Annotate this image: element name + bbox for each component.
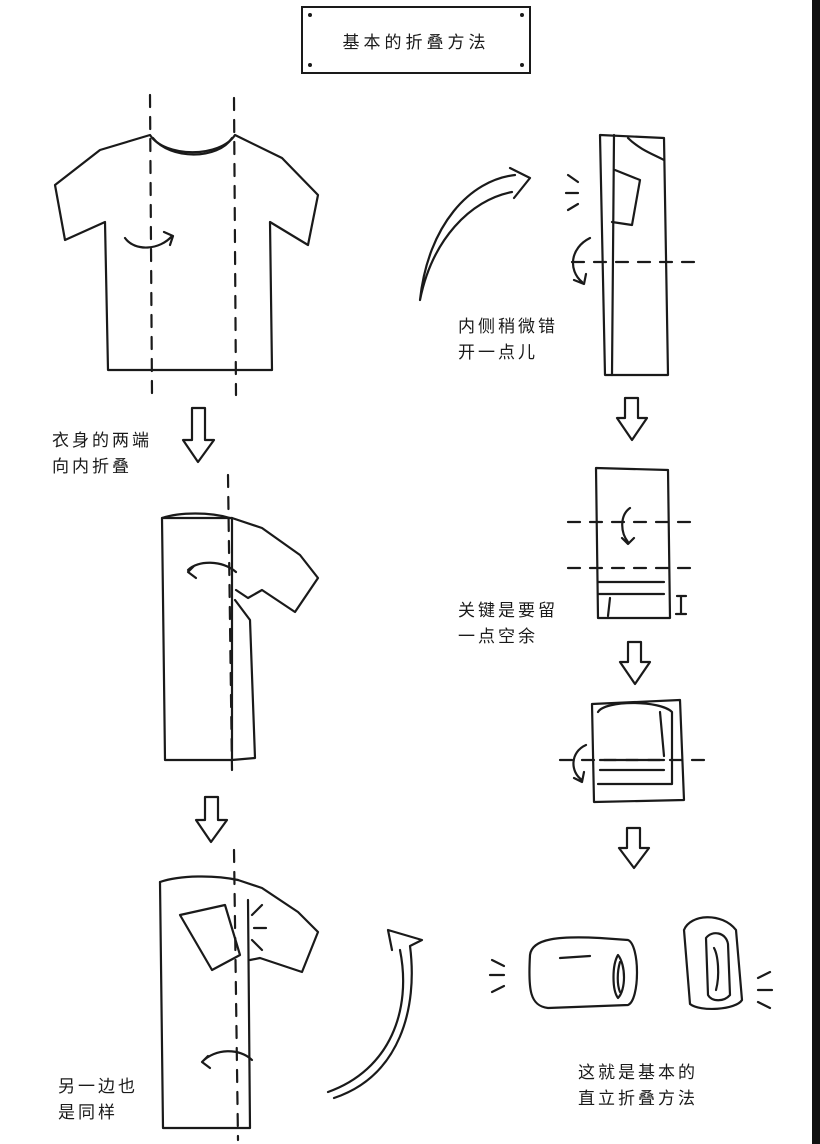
motion-marks [250,903,268,952]
fold-line-dashed [148,93,238,397]
tshirt-icon [158,875,320,1130]
curved-arrow-icon [200,1050,254,1070]
folded-shirt-icon [528,936,638,1010]
step1-line2: 向内折叠 [52,457,132,477]
folded-shirt-icon [598,133,670,377]
final-line2: 直立折叠方法 [578,1089,698,1109]
fold-arrow-icon [620,506,636,546]
fold-arrow-icon [572,236,592,286]
step3-line1: 内侧稍微错 [458,317,558,337]
motion-marks [564,173,580,212]
corner-dot [308,63,312,67]
curved-arrow-icon [418,166,532,302]
step3-label: 内侧稍微错 开一点儿 [458,314,558,366]
step1-label: 衣身的两端 向内折叠 [52,428,152,480]
fold-line-dashed [226,473,234,772]
fold-arrow-icon [572,743,588,784]
down-arrow-icon [181,406,216,464]
curved-arrow-icon [123,230,175,249]
page-title: 基本的折叠方法 [342,33,490,53]
corner-dot [520,63,524,67]
down-arrow-icon [194,795,229,844]
down-arrow-icon [617,826,651,870]
title-box: 基本的折叠方法 [301,6,531,74]
final-label: 这就是基本的 直立折叠方法 [578,1060,698,1112]
curved-arrow-icon [326,928,424,1100]
motion-marks [756,970,774,1010]
down-arrow-icon [618,640,652,686]
step2-line1: 另一边也 [58,1077,138,1097]
down-arrow-icon [615,396,649,442]
fold-line-dashed [232,848,240,1142]
corner-dot [308,13,312,17]
step4-line1: 关键是要留 [458,601,558,621]
step4-line2: 一点空余 [458,627,538,647]
tshirt-icon [160,512,320,762]
page-edge [812,0,820,1144]
gap-marker [674,594,688,616]
motion-marks [488,958,506,994]
curved-arrow-icon [186,561,238,580]
step4-label: 关键是要留 一点空余 [458,598,558,650]
folded-shirt-icon [594,466,672,620]
step2-line2: 是同样 [58,1103,118,1123]
step2-label: 另一边也 是同样 [58,1074,138,1126]
folded-shirt-icon [682,916,744,1010]
corner-dot [520,13,524,17]
tshirt-icon [53,133,320,372]
fold-line-dashed [566,520,700,570]
folded-shirt-icon [590,698,686,804]
final-line1: 这就是基本的 [578,1063,698,1083]
step1-line1: 衣身的两端 [52,431,152,451]
step3-line2: 开一点儿 [458,343,538,363]
